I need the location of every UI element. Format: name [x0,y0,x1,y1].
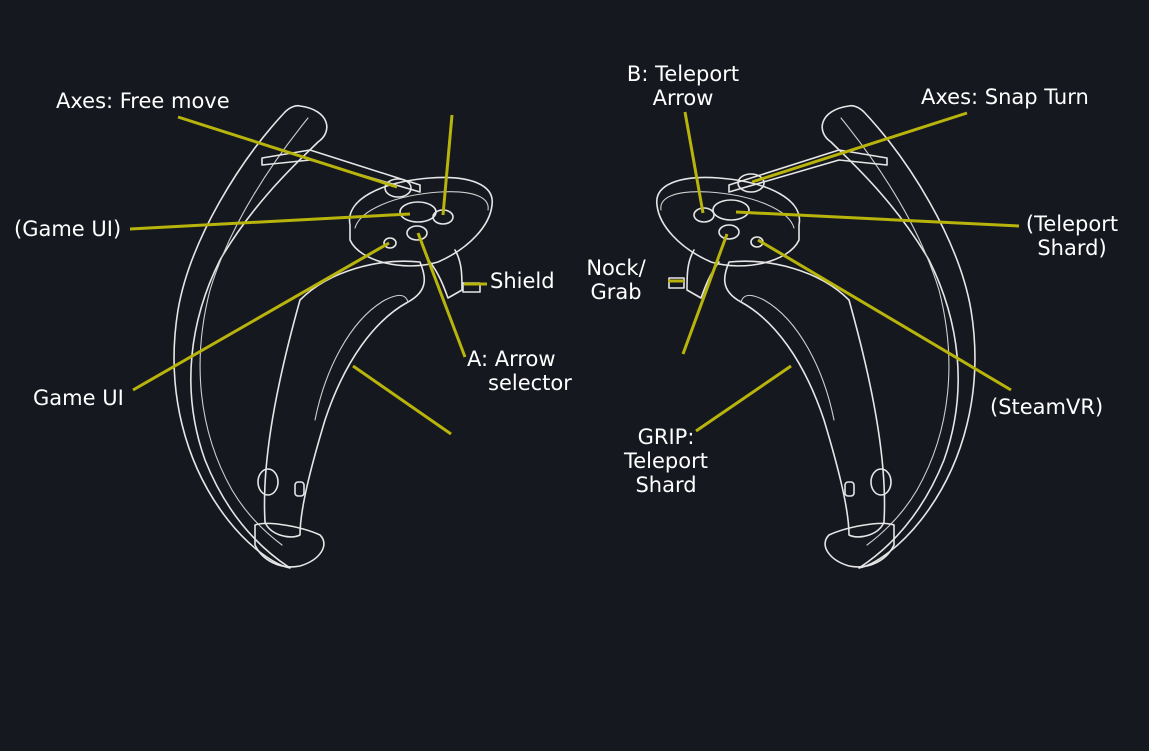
label-grip-teleport-shard: GRIP: Teleport Shard [611,425,721,497]
label-grip-line3: Shard [635,473,697,497]
label-game-ui-paren: (Game UI) [14,217,122,241]
label-grip-line1: GRIP: [637,425,695,449]
left-head [348,176,493,267]
right-button-a [718,224,740,240]
label-axes-free-move: Axes: Free move [56,89,230,113]
label-b-line2: Arrow [652,86,714,110]
leader-a-arrow-selector [416,232,467,358]
label-a-arrow-selector: A: Arrow selector [467,347,572,395]
right-head [656,176,801,267]
left-controller [173,104,493,569]
right-grip [723,260,886,538]
label-nock-line2: Grab [590,280,642,304]
leader-axes-free-move [177,115,398,189]
leader-lines [129,111,1020,436]
right-thumbstick [737,173,765,193]
label-b-line1: B: Teleport [626,62,740,86]
right-trackpad [712,199,750,221]
left-button-a [406,225,428,241]
label-steamvr: (SteamVR) [990,395,1104,419]
left-base [254,522,325,568]
label-grip-line2: Teleport [624,449,708,473]
label-a-line2: selector [488,371,572,395]
right-system-button [870,468,892,496]
right-hoop-outer [821,104,976,569]
label-nock-line1: Nock/ [586,256,646,280]
right-nock-nub [668,277,685,289]
label-a-line1: A: Arrow [467,347,556,371]
leader-steamvr [757,238,1012,392]
left-grip-sensor [294,481,305,497]
left-head-bevel [354,191,489,229]
leader-game-ui-paren [129,212,411,231]
leader-left-grip [352,364,452,436]
label-shield: Shield [490,269,555,293]
left-grip [263,260,426,538]
right-grip-sensor [844,481,855,497]
left-grip-inner [314,294,409,421]
leader-teleport-shard-paren [735,210,1020,228]
label-teleport-shard-line2: Shard) [1037,236,1107,260]
label-teleport-shard-line1: (Teleport [1025,212,1119,236]
leader-grip-teleport-shard [695,364,792,433]
right-grip-inner [740,294,835,421]
leader-axes-snap-turn [751,111,968,184]
label-b-teleport-arrow: B: Teleport Arrow [622,62,744,110]
leader-b-teleport-arrow [683,111,705,214]
leader-unlabeled-left [441,114,454,216]
right-trigger [686,249,720,299]
label-axes-snap-turn: Axes: Snap Turn [921,85,1089,109]
label-nock-grab: Nock/ Grab [580,256,652,304]
right-head-bevel [660,191,795,229]
label-teleport-shard-paren: (Teleport Shard) [1018,212,1126,260]
right-strap-bar [728,149,888,193]
leader-right-a [681,233,729,355]
right-button-b [693,207,715,223]
left-thumbstick [384,178,412,198]
label-game-ui: Game UI [33,386,124,410]
left-hoop-outer [173,104,328,569]
left-menu-button [383,237,397,249]
left-strap-bar [261,149,421,193]
leader-game-ui [132,241,390,392]
left-system-button [257,468,279,496]
left-trigger [429,249,463,299]
right-base [824,522,895,568]
left-trackpad [399,201,437,223]
right-controller [656,104,976,569]
